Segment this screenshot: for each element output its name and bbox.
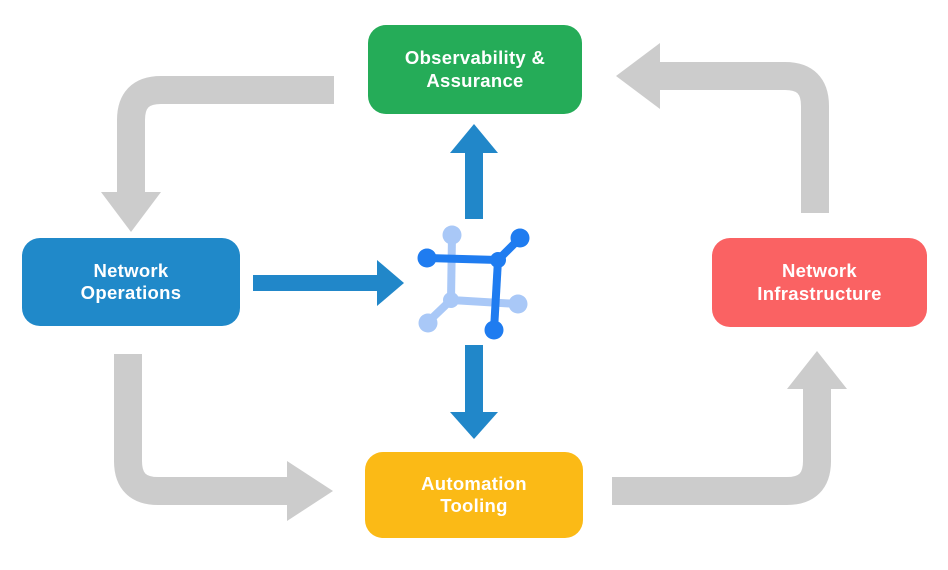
network-fabric-icon-dark-nodes <box>417 228 530 340</box>
arrow-operations-to-core <box>253 260 404 306</box>
arrow-core-to-observability <box>450 124 498 219</box>
node-automation-tooling: Automation Tooling <box>365 452 583 538</box>
arrow-infrastructure-to-observability <box>616 43 829 213</box>
node-label: Automation Tooling <box>421 472 527 516</box>
node-observability-assurance: Observability & Assurance <box>368 25 582 114</box>
arrow-observability-to-operations <box>101 76 334 232</box>
arrow-core-to-automation <box>450 345 498 439</box>
arrow-operations-to-automation <box>114 354 333 521</box>
network-fabric-icon <box>417 225 530 340</box>
node-label: Network Infrastructure <box>757 260 882 304</box>
network-fabric-icon-light-nodes <box>418 225 528 333</box>
node-label: Network Operations <box>80 259 182 303</box>
node-label: Observability & Assurance <box>404 47 546 91</box>
arrow-automation-to-infrastructure <box>612 351 847 505</box>
node-network-infrastructure: Network Infrastructure <box>712 238 927 327</box>
node-network-operations: Network Operations <box>22 238 240 326</box>
